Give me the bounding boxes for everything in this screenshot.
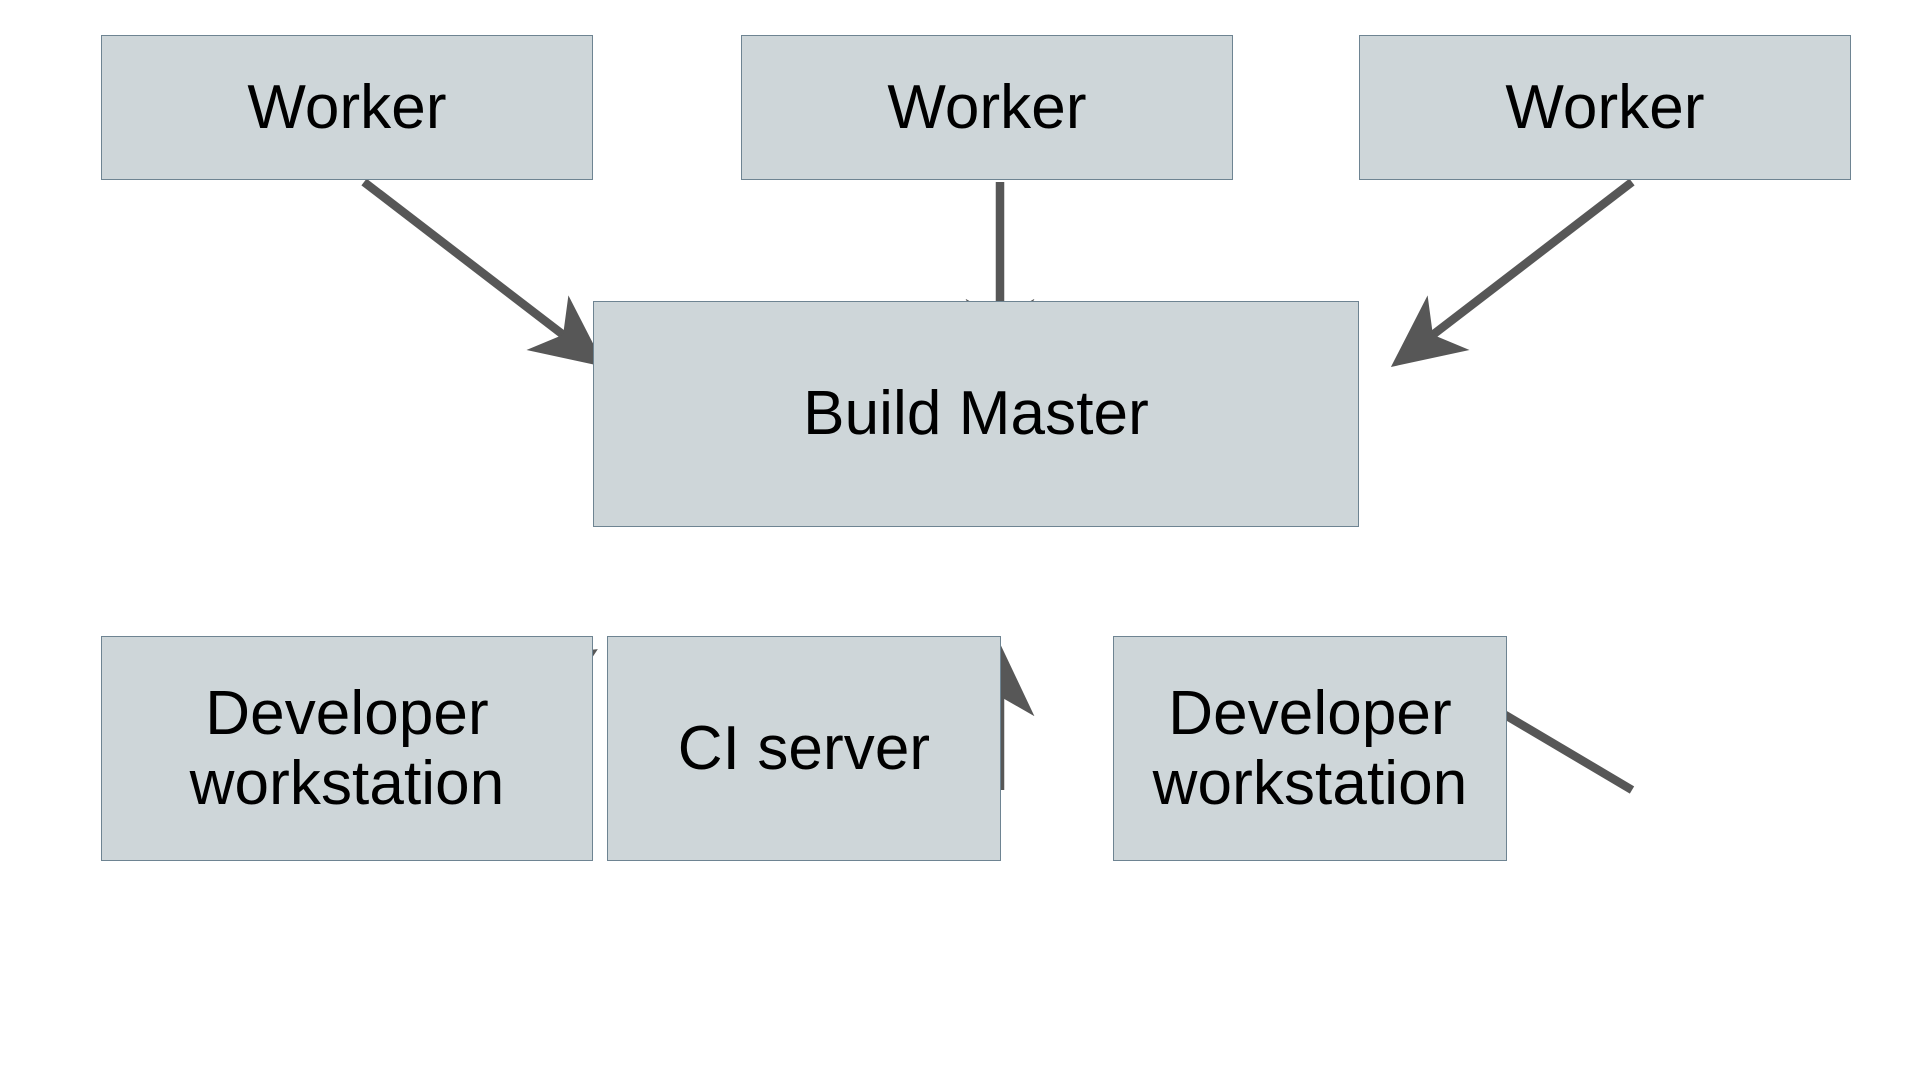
node-worker-1-label: Worker — [247, 72, 447, 142]
node-ci-server[interactable]: CI server — [607, 636, 1001, 861]
node-worker-1[interactable]: Worker — [101, 35, 593, 180]
node-worker-3[interactable]: Worker — [1359, 35, 1851, 180]
node-developer-workstation-left[interactable]: Developer workstation — [101, 636, 593, 861]
node-worker-2[interactable]: Worker — [741, 35, 1233, 180]
node-build-master[interactable]: Build Master — [593, 301, 1359, 527]
edge-worker-3-to-master — [1390, 178, 1635, 367]
node-build-master-label: Build Master — [803, 379, 1149, 449]
node-developer-workstation-right-label: Developer workstation — [1152, 679, 1468, 818]
node-developer-workstation-right[interactable]: Developer workstation — [1113, 636, 1507, 861]
node-ci-server-label: CI server — [677, 713, 931, 783]
node-worker-2-label: Worker — [887, 72, 1087, 142]
node-worker-3-label: Worker — [1505, 72, 1705, 142]
node-developer-workstation-left-label: Developer workstation — [189, 679, 505, 818]
edge-worker-1-to-master — [361, 178, 606, 367]
